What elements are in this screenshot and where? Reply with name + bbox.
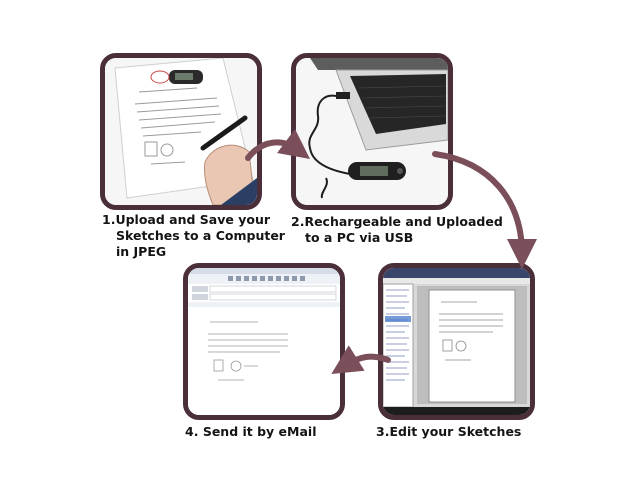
step-1-line-1: 1.Upload and Save your: [102, 212, 285, 228]
step-2-number: 2.: [291, 214, 305, 229]
step-4-number: 4.: [185, 424, 199, 439]
step-4-caption: 4. Send it by eMail: [185, 424, 316, 440]
step-1-number: 1.: [102, 212, 116, 227]
step-3-text-1: Edit your Sketches: [389, 424, 522, 439]
step-2-caption: 2.Rechargeable and Uploaded to a PC via …: [291, 214, 503, 246]
step-3-image-frame: [378, 263, 535, 420]
step-1-image-frame: [100, 53, 262, 210]
hand-writing-with-digital-pen-icon: [105, 58, 257, 205]
step-4-image-frame: [183, 263, 345, 420]
email-client-window-icon: [188, 268, 340, 415]
step-1-line-3: in JPEG: [116, 244, 167, 259]
step-2-line-1: 2.Rechargeable and Uploaded: [291, 214, 503, 230]
image-editor-window-icon: [383, 268, 530, 415]
laptop-with-usb-receiver-icon: [296, 58, 448, 205]
step-4-text-1: Send it by eMail: [202, 424, 317, 439]
step-2-line-2: to a PC via USB: [305, 230, 414, 245]
step-2-image-frame: [291, 53, 453, 210]
step-2-text-1: Rechargeable and Uploaded: [304, 214, 503, 229]
step-3-caption: 3.Edit your Sketches: [376, 424, 521, 440]
step-3-line-1: 3.Edit your Sketches: [376, 424, 521, 440]
step-1-caption: 1.Upload and Save your Sketches to a Com…: [102, 212, 285, 260]
step-3-number: 3.: [376, 424, 390, 439]
step-1-line-2: Sketches to a Computer: [116, 228, 285, 243]
step-1-text-1: Upload and Save your: [115, 212, 271, 227]
step-4-line-1: 4. Send it by eMail: [185, 424, 316, 440]
